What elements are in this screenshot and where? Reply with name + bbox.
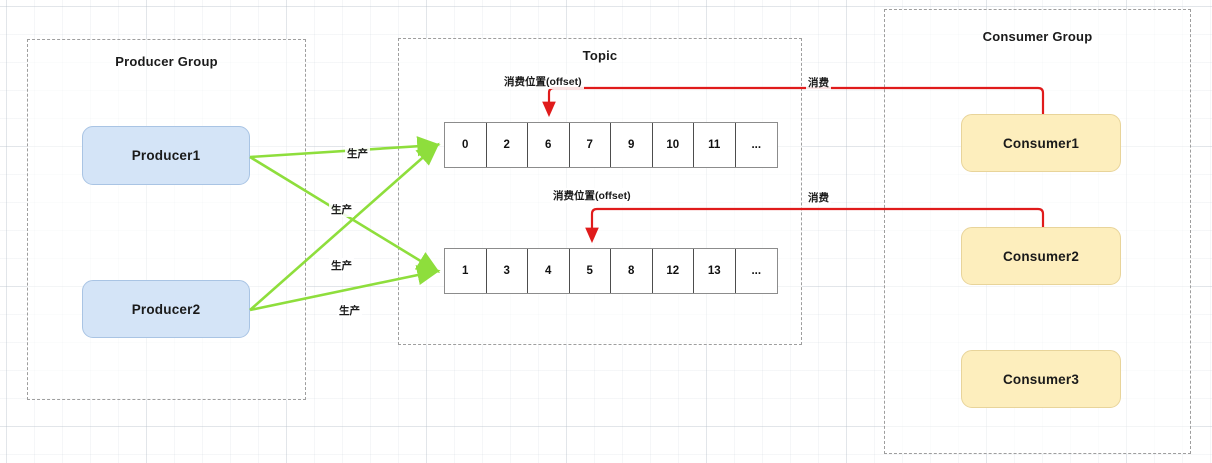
- partition-2-cell-3: 5: [569, 249, 611, 293]
- partition-1-cell-5: 10: [652, 123, 694, 167]
- producer-node-2[interactable]: Producer2: [82, 280, 250, 338]
- produce-edge-label-1: 生产: [345, 146, 370, 161]
- partition-2-cell-5: 12: [652, 249, 694, 293]
- consumer-group-title: Consumer Group: [982, 29, 1093, 44]
- offset-label-partition-1: 消费位置(offset): [502, 74, 584, 89]
- partition-2-cell-1: 3: [486, 249, 528, 293]
- partition-1-cell-4: 9: [611, 123, 653, 167]
- consume-edge-label-1: 消费: [806, 75, 831, 90]
- partition-2-cell-2: 4: [528, 249, 570, 293]
- partition-2-cell-6: 13: [694, 249, 736, 293]
- consumer-node-3[interactable]: Consumer3: [961, 350, 1121, 408]
- offset-label-partition-2: 消费位置(offset): [551, 188, 633, 203]
- partition-1-cell-1: 2: [486, 123, 528, 167]
- produce-edge-label-4: 生产: [337, 303, 362, 318]
- producer-group-container: Producer Group: [27, 39, 306, 400]
- partition-1-cell-2: 6: [528, 123, 570, 167]
- produce-edge-label-2: 生产: [329, 202, 354, 217]
- consumer-node-1[interactable]: Consumer1: [961, 114, 1121, 172]
- partition-1-cell-0: 0: [445, 123, 487, 167]
- partition-2-cell-7: ...: [735, 249, 777, 293]
- producer-node-1[interactable]: Producer1: [82, 126, 250, 185]
- partition-1-cell-6: 11: [694, 123, 736, 167]
- partition-2-cell-0: 1: [445, 249, 487, 293]
- consume-edge-label-2: 消费: [806, 190, 831, 205]
- partition-2-cell-4: 8: [611, 249, 653, 293]
- topic-title: Topic: [582, 48, 618, 63]
- producer-group-title: Producer Group: [115, 54, 218, 69]
- partition-1-cell-7: ...: [735, 123, 777, 167]
- produce-edge-label-3: 生产: [329, 258, 354, 273]
- partition-1-cell-3: 7: [569, 123, 611, 167]
- consumer-node-2[interactable]: Consumer2: [961, 227, 1121, 285]
